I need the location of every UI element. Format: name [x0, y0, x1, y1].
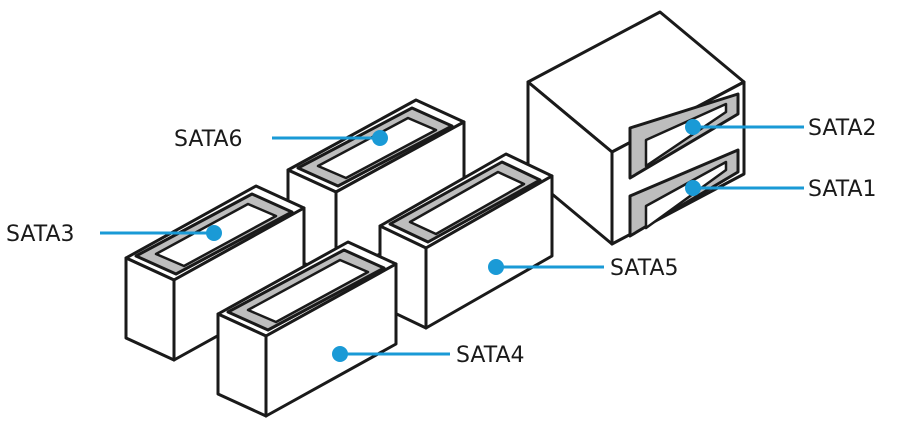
label-sata2: SATA2	[808, 116, 877, 141]
sata5-connector	[378, 152, 554, 330]
label-sata6: SATA6	[174, 127, 243, 152]
leader-sata3	[100, 225, 222, 241]
label-sata4: SATA4	[456, 343, 525, 368]
sata6-connector	[286, 98, 466, 280]
leader-sata1	[685, 180, 804, 196]
label-sata3: SATA3	[6, 222, 75, 247]
leader-sata4	[332, 346, 450, 362]
leader-sata6	[272, 130, 388, 146]
leader-sata5	[488, 259, 604, 275]
label-sata5: SATA5	[610, 256, 679, 281]
sata4-connector	[216, 240, 398, 418]
stacked-sata-block	[526, 10, 746, 246]
leader-sata2	[685, 119, 804, 135]
label-sata1: SATA1	[808, 177, 877, 202]
